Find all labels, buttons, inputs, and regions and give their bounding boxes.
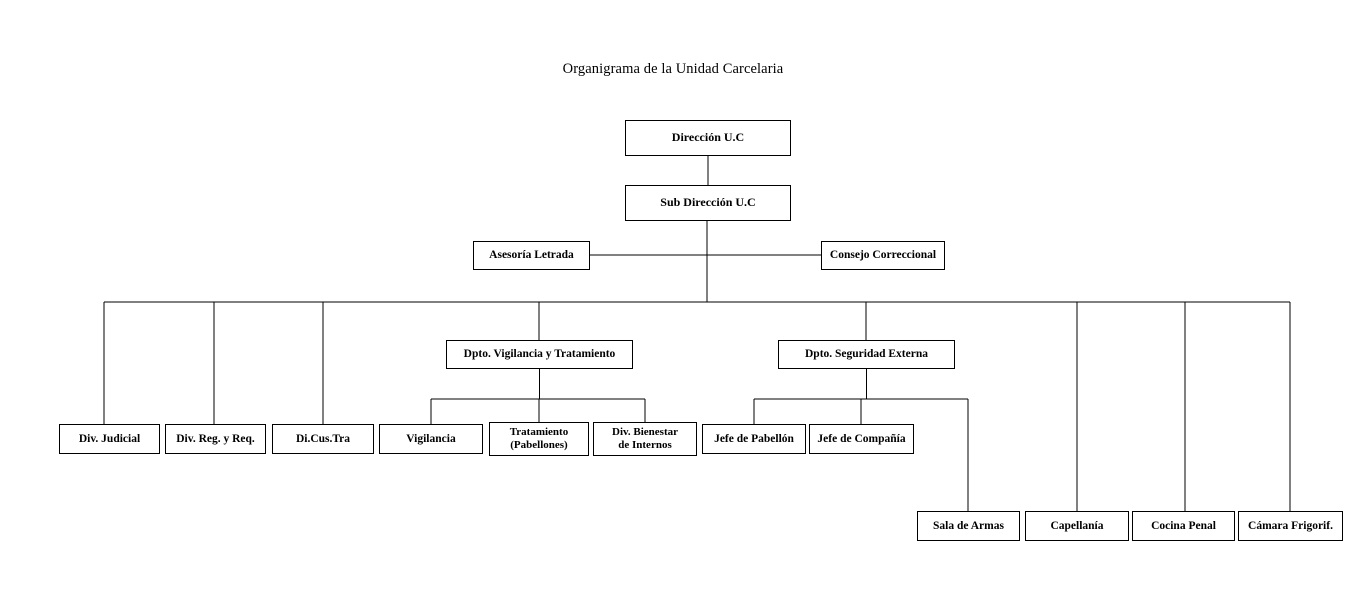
node-div-judicial[interactable]: Div. Judicial bbox=[59, 424, 160, 454]
node-label: Capellanía bbox=[1050, 519, 1104, 532]
node-div-bienestar-internos[interactable]: Div. Bienestar de Internos bbox=[593, 422, 697, 456]
node-label: Div. Reg. y Req. bbox=[176, 432, 255, 445]
node-di-cus-tra[interactable]: Di.Cus.Tra bbox=[272, 424, 374, 454]
node-dpto-vigilancia-tratamiento[interactable]: Dpto. Vigilancia y Tratamiento bbox=[446, 340, 633, 369]
node-label: Tratamiento (Pabellones) bbox=[510, 426, 568, 451]
node-label: Di.Cus.Tra bbox=[295, 432, 351, 445]
node-dpto-seguridad-externa[interactable]: Dpto. Seguridad Externa bbox=[778, 340, 955, 369]
node-label: Vigilancia bbox=[406, 432, 456, 445]
node-label: Dirección U.C bbox=[671, 130, 745, 145]
node-label-line2: (Pabellones) bbox=[510, 439, 568, 451]
node-vigilancia[interactable]: Vigilancia bbox=[379, 424, 483, 454]
node-label: Asesoría Letrada bbox=[489, 249, 574, 262]
node-tratamiento-pabellones[interactable]: Tratamiento (Pabellones) bbox=[489, 422, 589, 456]
page-title: Organigrama de la Unidad Carcelaria bbox=[562, 61, 784, 77]
node-label: Dpto. Vigilancia y Tratamiento bbox=[463, 348, 616, 361]
node-label: Sala de Armas bbox=[933, 519, 1004, 532]
node-consejo-correccional[interactable]: Consejo Correccional bbox=[821, 241, 945, 270]
node-direccion-uc[interactable]: Dirección U.C bbox=[625, 120, 791, 156]
node-label: Jefe de Compañía bbox=[817, 432, 906, 445]
node-label-line1: Div. Bienestar bbox=[612, 426, 678, 439]
node-cocina-penal[interactable]: Cocina Penal bbox=[1132, 511, 1235, 541]
node-label: Consejo Correccional bbox=[829, 249, 937, 262]
node-label: Cocina Penal bbox=[1151, 519, 1216, 532]
node-label: Jefe de Pabellón bbox=[714, 432, 794, 445]
node-label-line1: Tratamiento bbox=[509, 426, 569, 439]
node-jefe-de-pabellon[interactable]: Jefe de Pabellón bbox=[702, 424, 806, 454]
node-label: Dpto. Seguridad Externa bbox=[805, 348, 928, 361]
node-sala-de-armas[interactable]: Sala de Armas bbox=[917, 511, 1020, 541]
node-capellania[interactable]: Capellanía bbox=[1025, 511, 1129, 541]
node-label: Sub Dirección U.C bbox=[660, 195, 756, 210]
node-label: Div. Bienestar de Internos bbox=[612, 426, 678, 451]
node-asesoria-letrada[interactable]: Asesoría Letrada bbox=[473, 241, 590, 270]
node-sub-direccion-uc[interactable]: Sub Dirección U.C bbox=[625, 185, 791, 221]
node-jefe-de-compania[interactable]: Jefe de Compañía bbox=[809, 424, 914, 454]
node-label-line2: de Internos bbox=[618, 439, 672, 451]
node-label: Cámara Frigorif. bbox=[1248, 519, 1333, 532]
node-label: Div. Judicial bbox=[78, 432, 141, 445]
node-camara-frigorif[interactable]: Cámara Frigorif. bbox=[1238, 511, 1343, 541]
node-div-reg-y-req[interactable]: Div. Reg. y Req. bbox=[165, 424, 266, 454]
